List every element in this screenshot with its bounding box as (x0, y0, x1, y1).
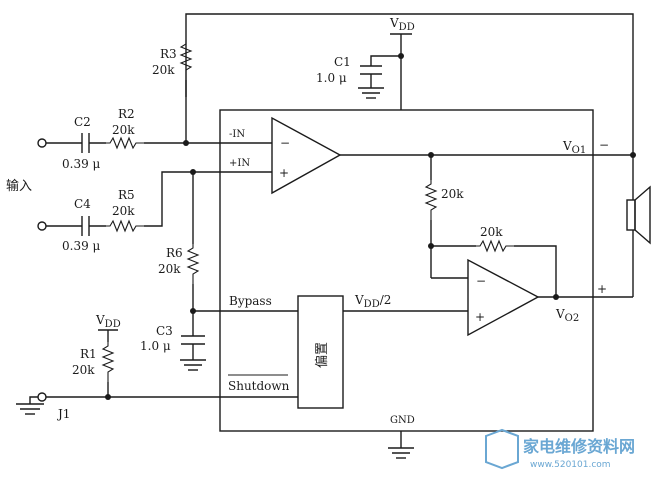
label-r1-value: 20k (72, 363, 95, 377)
op-amp-1 (271, 116, 342, 195)
amp1-plus: + (279, 166, 289, 180)
label-r1: R1 (80, 347, 97, 361)
label-r6: R6 (166, 246, 183, 260)
label-bypass: Bypass (229, 294, 272, 308)
label-vdd-top: VDD (389, 16, 415, 33)
resistor-r6 (186, 244, 200, 284)
label-j1: J1 (56, 407, 70, 421)
label-r-mid: 20k (441, 187, 464, 201)
label-r5: R5 (118, 188, 135, 202)
watermark-cn: 家电维修资料网 (523, 437, 635, 456)
label-vo1-sign: − (599, 138, 609, 152)
label-gnd: GND (390, 415, 415, 426)
label-neg-in: -IN (229, 129, 245, 140)
label-c3-value: 1.0 μ (140, 339, 171, 353)
resistor-feedback (476, 239, 514, 253)
amp2-plus: + (475, 310, 485, 324)
resistor-r3 (179, 40, 193, 80)
label-vdd-half: VDD/2 (354, 293, 391, 310)
label-vo2-sign: + (597, 282, 607, 296)
watermark-url: www.520101.com (530, 460, 611, 470)
label-r3: R3 (160, 47, 177, 61)
jack-j1 (37, 392, 47, 402)
label-vdd-left: VDD (95, 313, 121, 330)
label-input: 输入 (6, 178, 32, 194)
resistor-r1 (101, 342, 115, 382)
resistor-r5 (106, 219, 144, 233)
speaker-body (626, 199, 636, 231)
watermark: 家电维修资料网 www.520101.com (485, 428, 635, 470)
label-c4-value: 0.39 μ (62, 239, 101, 253)
label-r2-value: 20k (112, 123, 135, 137)
label-r6-value: 20k (158, 262, 181, 276)
label-vo2: VO2 (555, 307, 579, 324)
amp1-minus: − (280, 136, 290, 150)
label-c2-value: 0.39 μ (62, 157, 101, 171)
label-c3: C3 (156, 324, 173, 338)
label-c1-value: 1.0 μ (316, 71, 347, 85)
wire-top-loop (185, 13, 634, 155)
bias-block (297, 295, 344, 409)
label-r2: R2 (118, 107, 135, 121)
label-c2: C2 (74, 115, 91, 129)
ic-body (219, 109, 594, 432)
label-bias: 偏置 (315, 342, 330, 368)
resistor-mid (424, 180, 438, 220)
label-r5-value: 20k (112, 204, 135, 218)
op-amp-2 (467, 258, 540, 337)
input-terminal-1 (37, 138, 47, 148)
label-vo1: VO1 (562, 139, 586, 156)
label-shutdown: Shutdown (228, 379, 290, 393)
label-pos-in: +IN (229, 158, 250, 169)
label-r3-value: 20k (152, 63, 175, 77)
speaker-cone (634, 185, 651, 245)
label-c4: C4 (74, 197, 91, 211)
label-r-fb: 20k (480, 225, 503, 239)
input-terminal-2 (37, 221, 47, 231)
watermark-logo-icon (485, 428, 519, 470)
resistor-r2 (106, 136, 144, 150)
label-c1: C1 (334, 55, 351, 69)
amp2-minus: − (476, 274, 486, 288)
